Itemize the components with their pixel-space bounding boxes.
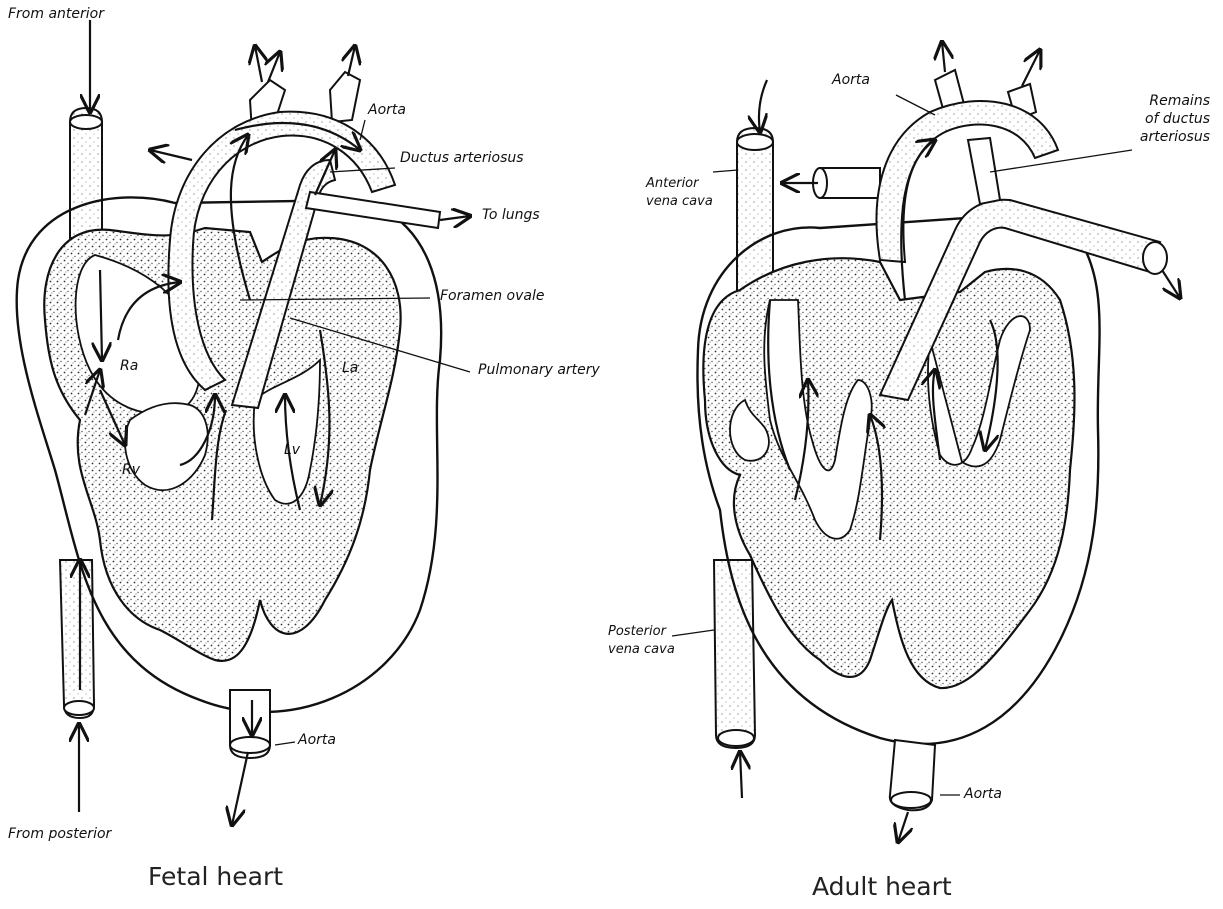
label-adult-aorta-bottom: Aorta [964,786,1002,802]
label-remains-line2: of ductus [1120,111,1210,127]
label-from-posterior: From posterior [8,826,111,842]
label-la: La [342,360,358,376]
label-anterior-line2: vena cava [646,194,713,209]
fetal-vessel-branch-mid [330,72,360,122]
label-from-anterior: From anterior [8,6,104,22]
adult-heart [672,42,1180,842]
label-posterior-line1: Posterior [608,624,666,639]
label-adult-aorta-top: Aorta [832,72,870,88]
label-remains-line3: arteriosus [1120,129,1210,145]
label-pulmonary-artery: Pulmonary artery [478,362,600,378]
label-ra: Ra [120,358,138,374]
label-fetal-aorta-top: Aorta [368,102,406,118]
label-posterior-line2: vena cava [608,642,675,657]
fetal-heart [17,20,470,825]
label-to-lungs: To lungs [482,207,540,223]
label-lv: Lv [284,442,300,458]
label-remains-line1: Remains [1120,93,1210,109]
fetal-ductus-arteriosus [306,192,440,228]
adult-branch-to-left [820,168,880,198]
label-anterior-line1: Anterior [646,176,698,191]
label-fetal-aorta-bottom: Aorta [298,732,336,748]
label-rv: Rv [122,462,140,478]
label-ductus-arteriosus: Ductus arteriosus [400,150,524,166]
label-foramen-ovale: Foramen ovale [440,288,544,304]
caption-fetal-heart: Fetal heart [148,862,283,891]
caption-adult-heart: Adult heart [812,872,952,901]
fetal-posterior-vena-cava [60,560,94,718]
